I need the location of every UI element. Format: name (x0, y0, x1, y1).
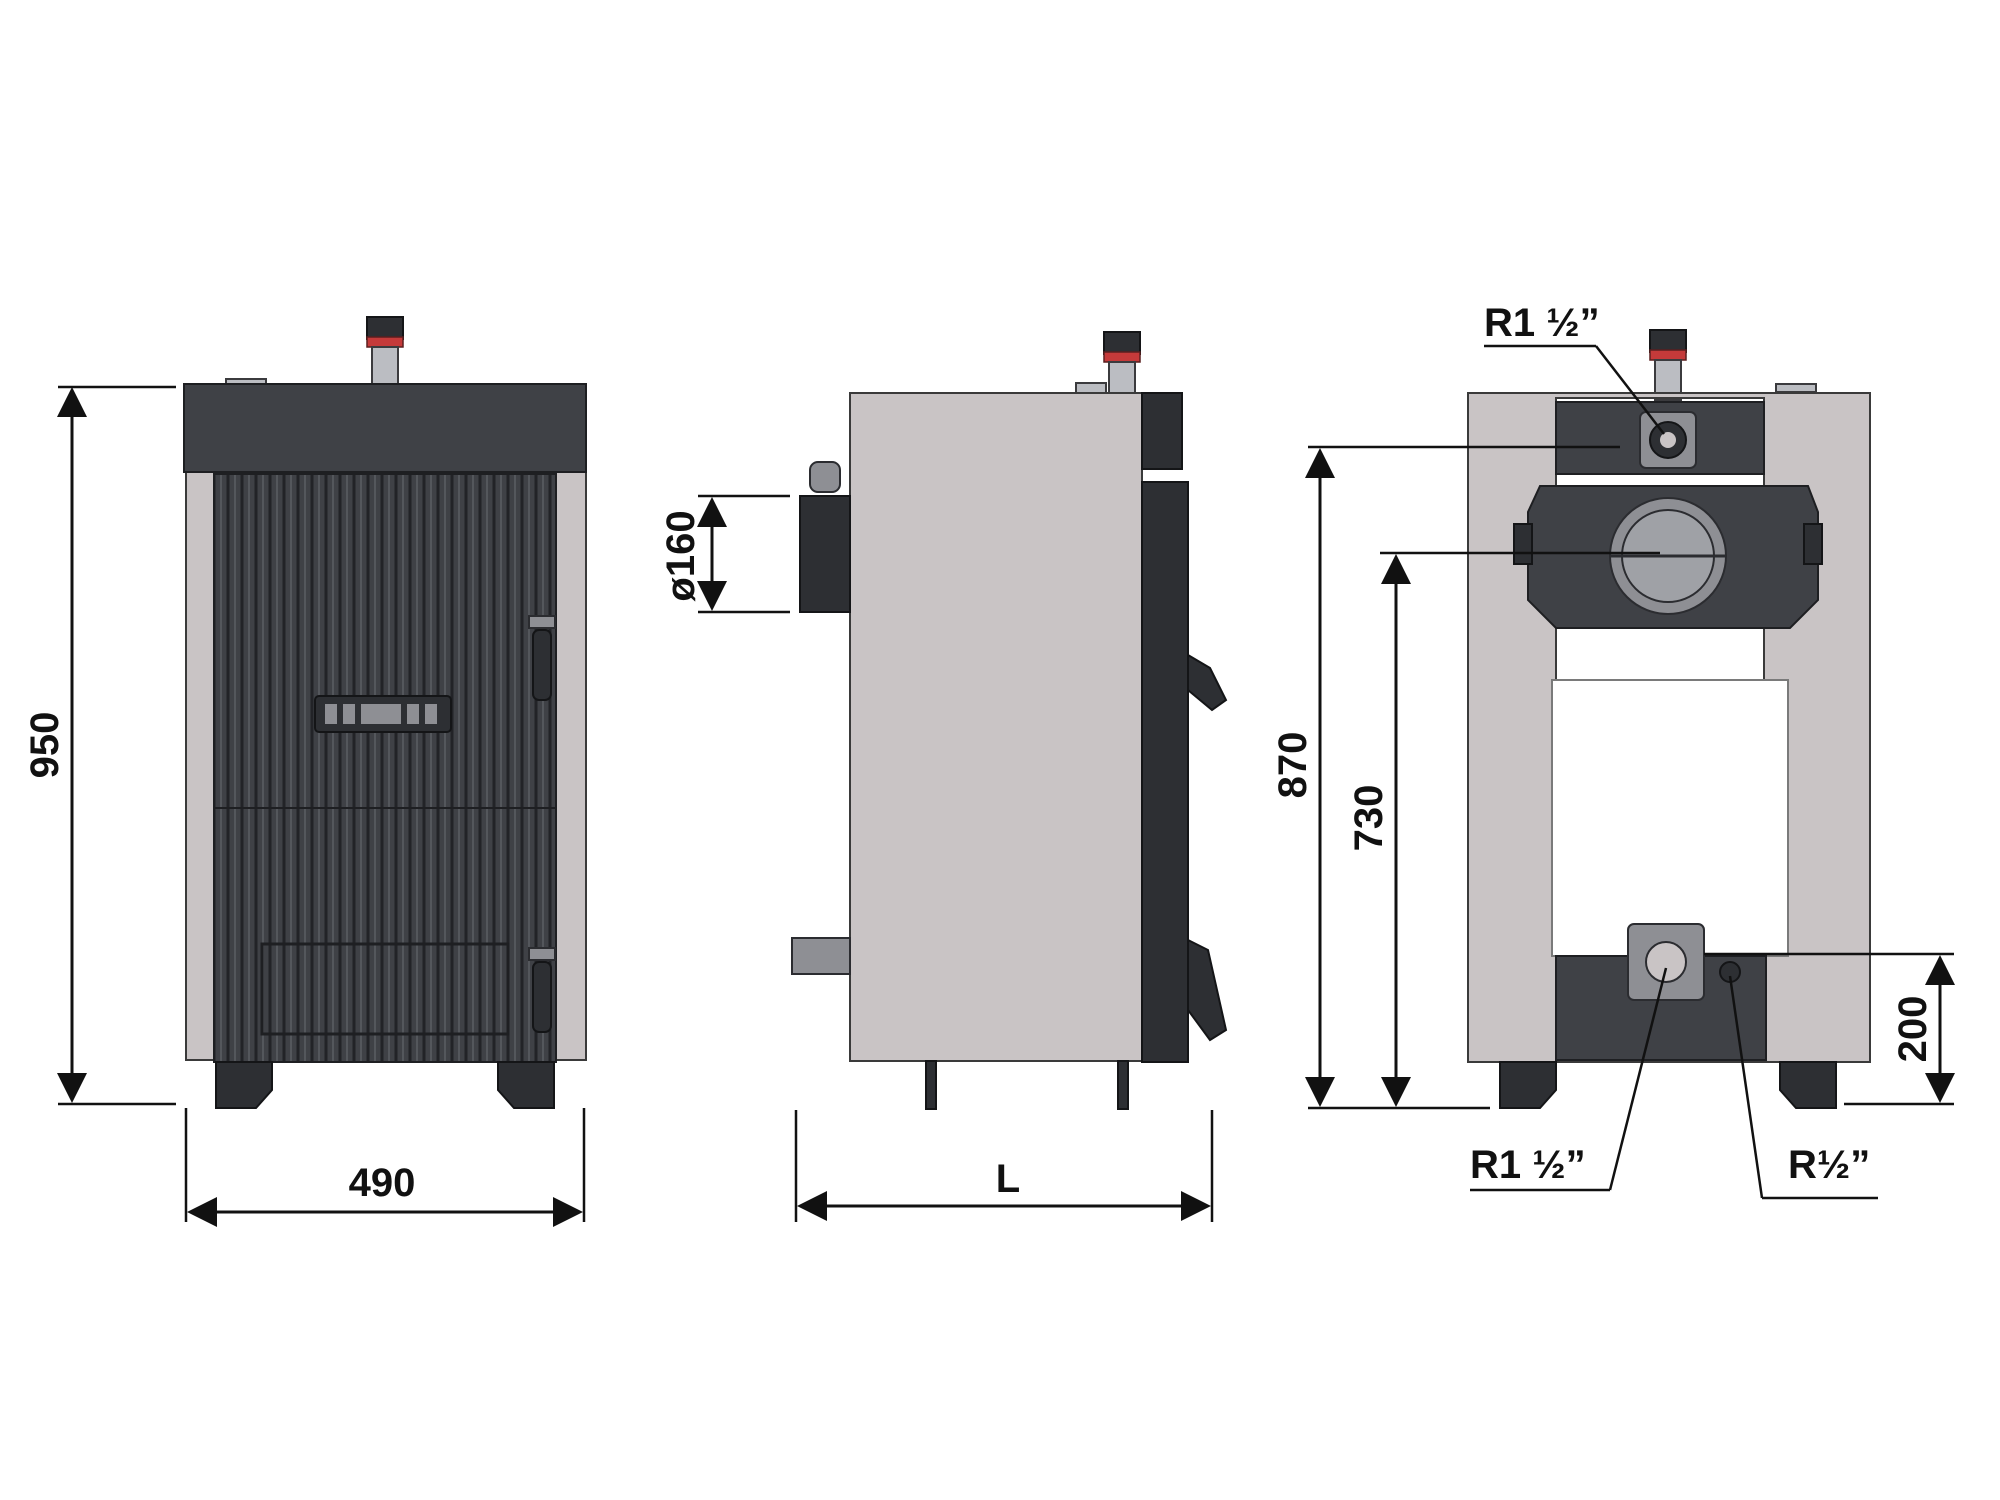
side-casing (849, 392, 1143, 1062)
front-right-foot (497, 1061, 555, 1109)
front-door-handle-upper (528, 615, 556, 701)
side-flue-label: ø160 (659, 510, 703, 601)
front-door-handle-lower (528, 947, 556, 1033)
rear-drain-callout: R½” (1728, 975, 1878, 1200)
side-flue-outlet (799, 461, 851, 613)
side-top-cover (1141, 392, 1183, 470)
side-top-fitting (1075, 331, 1141, 395)
rear-height-200-dimension: 200 (1704, 952, 1955, 1106)
rear-height-200-label: 200 (1891, 996, 1935, 1063)
front-left-foot (215, 1061, 273, 1109)
rear-top-connection-callout: R1 ½” (1484, 301, 1665, 435)
front-ash-door (260, 942, 510, 1036)
rear-bottom-connection-label: R1 ½” (1470, 1143, 1586, 1187)
front-lower-door (213, 807, 557, 1063)
rear-return-flange (1627, 923, 1705, 1001)
side-door-profile (1141, 481, 1189, 1063)
side-return-pipe (791, 937, 851, 975)
rear-flow-flange (1639, 411, 1697, 469)
front-height-label: 950 (23, 712, 67, 779)
front-width-dimension: 490 (184, 1108, 586, 1227)
side-length-label: L (996, 1157, 1020, 1201)
side-upper-handle (1187, 653, 1228, 712)
rear-height-730-dimension: 730 (1347, 551, 1660, 1107)
rear-bottom-connection-callout: R1 ½” (1470, 967, 1668, 1192)
front-upper-door (213, 473, 557, 809)
rear-right-foot (1779, 1061, 1837, 1109)
rear-flue-collector (1513, 485, 1823, 629)
rear-left-foot (1499, 1061, 1557, 1109)
rear-height-870-label: 870 (1271, 732, 1315, 799)
side-flue-dimension: ø160 (659, 494, 790, 614)
rear-height-870-dimension: 870 (1271, 445, 1620, 1110)
front-view: 950 490 (23, 316, 587, 1227)
side-lower-handle (1187, 938, 1228, 1042)
front-top-cover (183, 383, 587, 473)
rear-drain-label: R½” (1788, 1143, 1870, 1187)
front-width-label: 490 (349, 1161, 416, 1205)
side-length-dimension: L (794, 1110, 1214, 1222)
rear-height-730-label: 730 (1347, 785, 1391, 852)
front-top-fitting (225, 316, 404, 388)
rear-top-connection-label: R1 ½” (1484, 301, 1600, 345)
front-height-dimension: 950 (23, 385, 176, 1106)
rear-top-fitting (1649, 329, 1817, 401)
rear-view: R1 ½” 870 730 200 R1 ½” (1271, 301, 1955, 1200)
side-front-leg (1117, 1060, 1129, 1110)
side-view: ø160 L (659, 331, 1228, 1222)
rear-access-panel (1551, 679, 1789, 957)
side-back-leg (925, 1060, 937, 1110)
